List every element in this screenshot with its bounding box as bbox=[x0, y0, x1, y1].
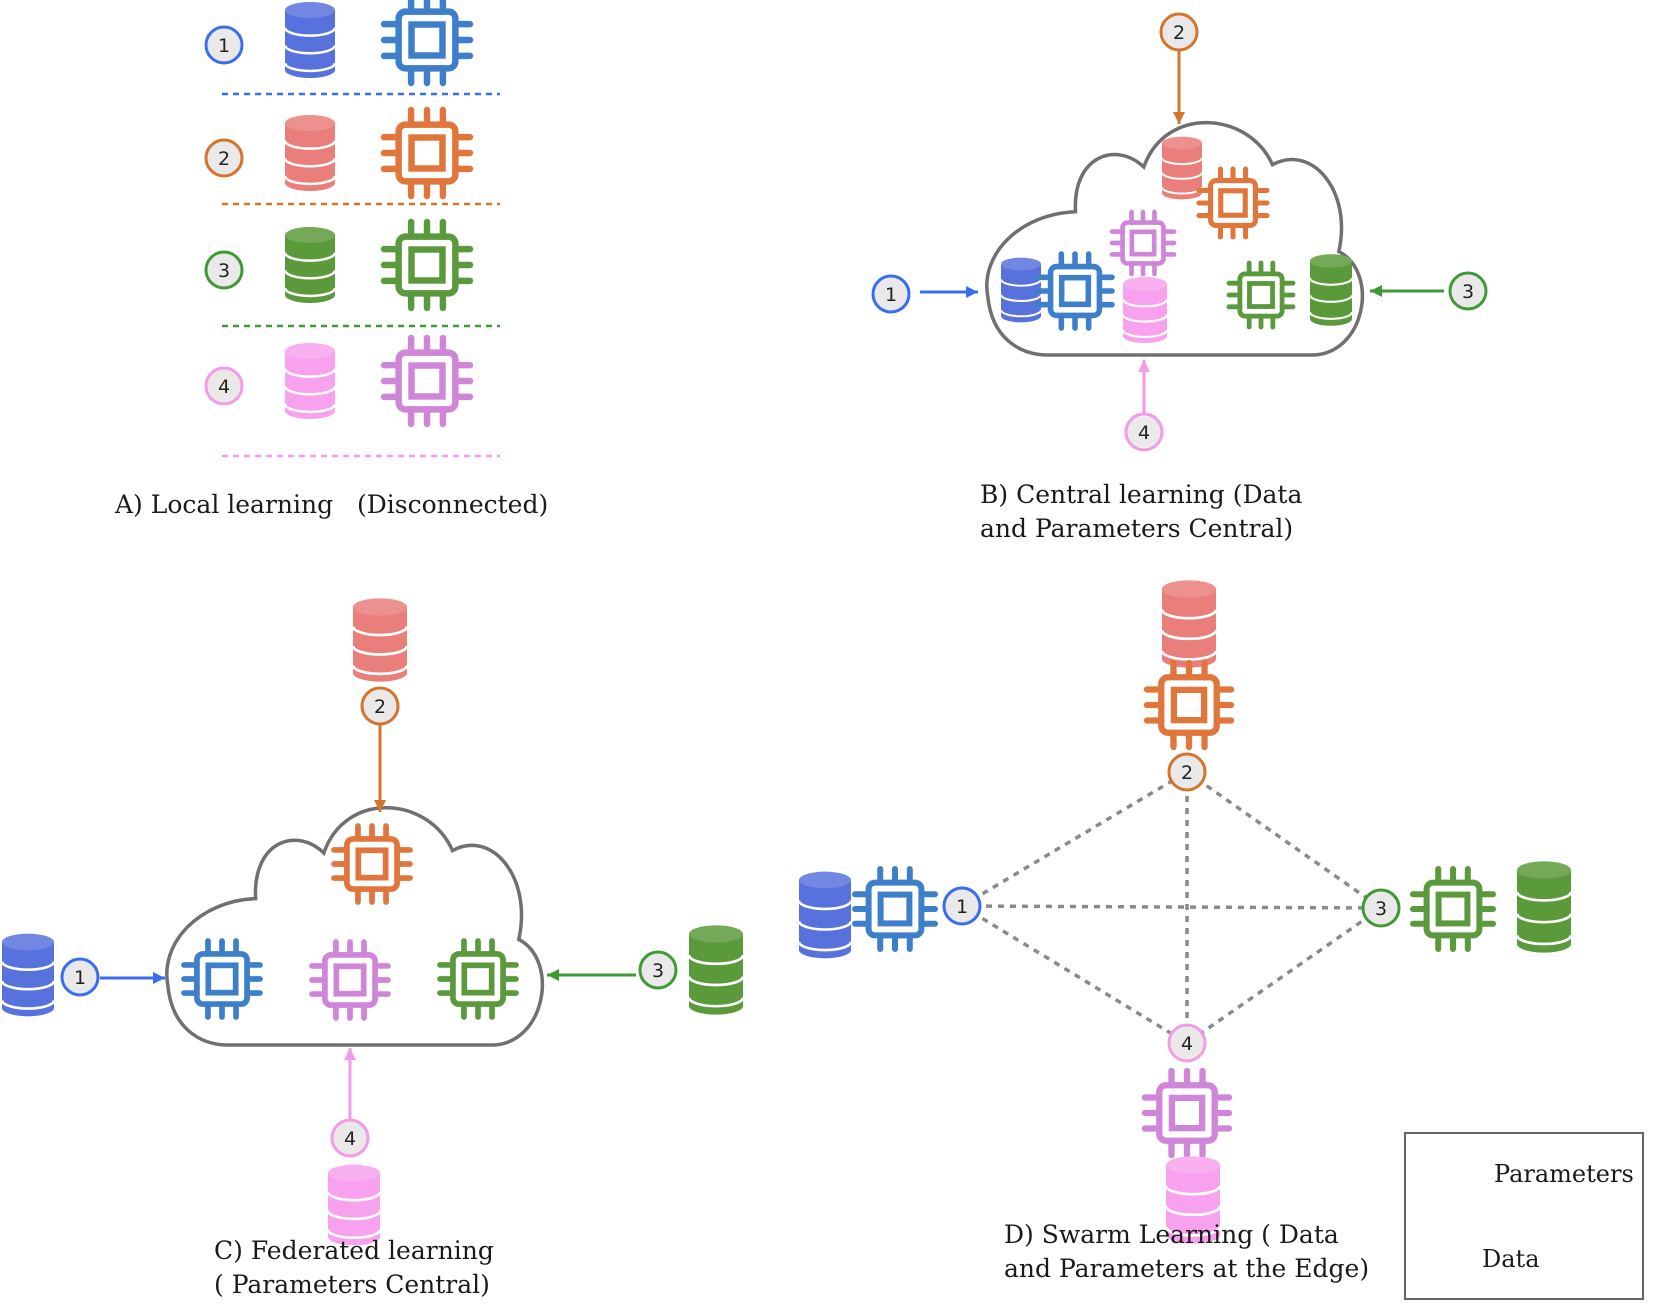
federated-cloud bbox=[165, 806, 544, 1047]
chip-icon bbox=[852, 866, 938, 952]
node-number: 4 bbox=[1181, 1033, 1193, 1055]
database-icon bbox=[283, 227, 337, 303]
local-node-2: 2 bbox=[204, 138, 244, 178]
database-icon bbox=[687, 925, 745, 1015]
database-icon bbox=[1160, 580, 1218, 668]
swarm-link-2-3 bbox=[1185, 770, 1383, 910]
database-icon bbox=[326, 1164, 382, 1246]
local-node-3: 3 bbox=[204, 250, 244, 290]
node-number: 1 bbox=[218, 35, 230, 57]
chip-icon bbox=[1109, 209, 1177, 277]
chip-icon bbox=[380, 334, 474, 428]
arrow-2-to-central bbox=[1173, 50, 1185, 124]
swarm-node-3: 3 bbox=[1361, 888, 1401, 928]
legend bbox=[1404, 1132, 1644, 1300]
database-icon bbox=[1164, 1156, 1222, 1244]
chip-icon bbox=[437, 938, 519, 1020]
chip-icon bbox=[331, 823, 413, 905]
database-icon bbox=[0, 933, 56, 1017]
database-icon bbox=[1161, 136, 1203, 200]
node-number: 2 bbox=[374, 696, 386, 718]
local-node-4: 4 bbox=[204, 366, 244, 406]
federated-node-4: 4 bbox=[330, 1118, 370, 1158]
chip-icon bbox=[1141, 1067, 1233, 1159]
swarm-link-3-4 bbox=[1186, 906, 1382, 1045]
database-icon bbox=[351, 598, 409, 682]
central-node-4: 4 bbox=[1124, 412, 1164, 452]
node-number: 2 bbox=[1173, 22, 1185, 44]
chip-icon bbox=[380, 0, 474, 87]
swarm-node-2: 2 bbox=[1167, 752, 1207, 792]
caption-swarm-learning-line2: and Parameters at the Edge) bbox=[1004, 1254, 1370, 1283]
chip-icon bbox=[309, 939, 391, 1021]
node-number: 4 bbox=[218, 376, 230, 398]
chip-icon bbox=[181, 938, 263, 1020]
chip-icon bbox=[1410, 866, 1496, 952]
database-icon bbox=[283, 115, 337, 191]
chip-icon bbox=[380, 218, 474, 312]
chip-icon bbox=[1035, 251, 1115, 331]
database-icon bbox=[1000, 257, 1042, 323]
arrow-1-to-federated bbox=[100, 972, 165, 984]
node-number: 2 bbox=[218, 148, 230, 170]
arrow-3-to-federated bbox=[547, 969, 636, 981]
node-number: 3 bbox=[1375, 898, 1387, 920]
arrow-4-to-federated bbox=[344, 1048, 356, 1120]
arrow-3-to-central bbox=[1370, 285, 1444, 297]
node-number: 3 bbox=[1462, 281, 1474, 303]
node-number: 1 bbox=[885, 284, 897, 306]
federated-node-3: 3 bbox=[638, 950, 678, 990]
node-number: 3 bbox=[652, 960, 664, 982]
chip-icon bbox=[1143, 659, 1235, 751]
chip-icon bbox=[1196, 166, 1270, 240]
node-number: 1 bbox=[74, 967, 86, 989]
swarm-node-1: 1 bbox=[942, 886, 982, 926]
database-icon bbox=[283, 2, 337, 78]
arrow-1-to-central bbox=[920, 286, 978, 298]
database-icon bbox=[283, 343, 337, 419]
node-number: 2 bbox=[1181, 762, 1193, 784]
central-node-1: 1 bbox=[871, 274, 911, 314]
federated-node-2: 2 bbox=[360, 686, 400, 726]
central-node-3: 3 bbox=[1448, 271, 1488, 311]
swarm-link-1-3 bbox=[961, 904, 1382, 910]
swarm-link-1-2 bbox=[961, 770, 1188, 908]
chip-icon bbox=[380, 106, 474, 200]
chip-icon bbox=[1226, 260, 1296, 330]
legend-parameters-label: Parameters bbox=[1494, 1160, 1634, 1188]
database-icon bbox=[1121, 276, 1169, 344]
legend-data-label: Data bbox=[1482, 1245, 1540, 1273]
database-icon bbox=[797, 871, 853, 959]
caption-central-learning-line2: and Parameters Central) bbox=[980, 514, 1294, 543]
arrow-4-to-central bbox=[1138, 360, 1150, 414]
caption-central-learning-line1: B) Central learning (Data bbox=[980, 480, 1303, 509]
database-icon bbox=[1515, 861, 1573, 953]
arrow-2-to-federated bbox=[374, 724, 386, 812]
caption-local-learning: A) Local learning (Disconnected) bbox=[115, 490, 549, 519]
swarm-node-4: 4 bbox=[1167, 1023, 1207, 1063]
caption-federated-learning-line1: C) Federated learning bbox=[214, 1236, 494, 1265]
caption-federated-learning-line2: ( Parameters Central) bbox=[214, 1270, 490, 1299]
node-number: 4 bbox=[344, 1128, 356, 1150]
node-number: 4 bbox=[1138, 422, 1150, 444]
federated-node-1: 1 bbox=[60, 957, 100, 997]
local-node-1: 1 bbox=[204, 25, 244, 65]
swarm-link-1-4 bbox=[961, 904, 1188, 1045]
database-icon bbox=[1308, 254, 1354, 326]
caption-swarm-learning-line1: D) Swarm Learning ( Data bbox=[1004, 1220, 1339, 1249]
node-number: 1 bbox=[956, 896, 968, 918]
central-node-2: 2 bbox=[1159, 12, 1199, 52]
node-number: 3 bbox=[218, 260, 230, 282]
